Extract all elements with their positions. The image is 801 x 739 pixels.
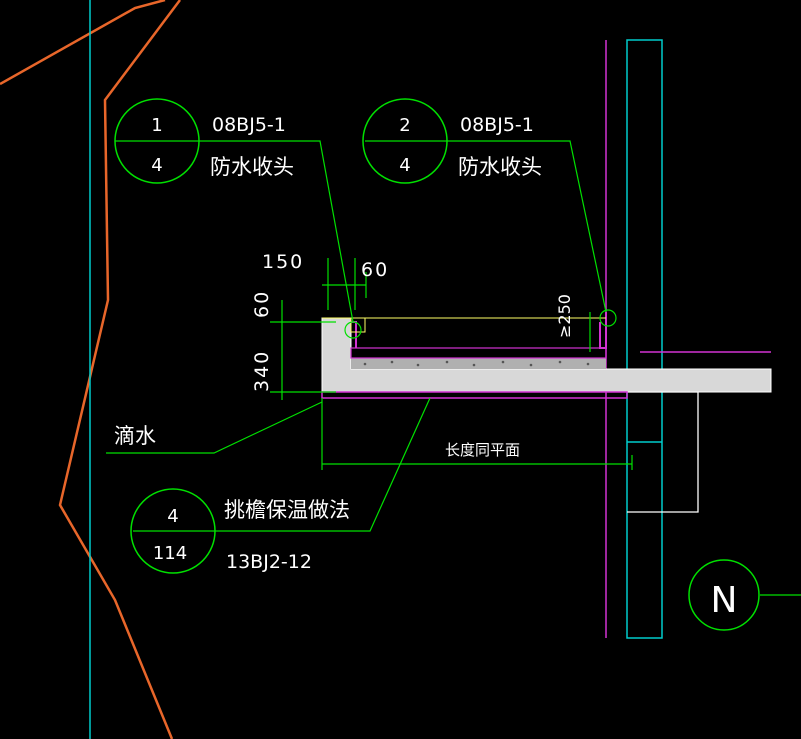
north-indicator: N [688,559,760,631]
upstand-outline [350,318,366,333]
detail-callout-1: 1 4 08BJ5-1 防水收头 [114,98,294,184]
callout-1-bottom: 4 [151,155,162,176]
dimension-60-horizontal: 60 [361,259,389,281]
leader-lines [106,140,801,596]
drip-label: 滴水 [114,424,156,448]
detail-callout-2: 2 4 08BJ5-1 防水收头 [362,98,542,184]
length-note: 长度同平面 [445,441,520,459]
dimension-250: ≥250 [555,294,574,338]
north-label: N [711,580,738,621]
dimension-340: 340 [251,350,273,392]
callout-3-bottom: 114 [153,543,187,564]
insulation-layer [350,347,607,359]
dimension-150: 150 [262,251,304,273]
concrete-fill-layer [351,358,606,369]
dimension-lines [270,258,633,470]
callout-2-reference: 08BJ5-1 [460,114,534,136]
callout-1-description: 防水收头 [210,155,294,179]
detail-callout-3: 4 114 挑檐保温做法 13BJ2-12 [130,488,350,574]
dimension-60-vertical: 60 [251,290,273,318]
detail-marker-2 [599,309,617,327]
callout-2-description: 防水收头 [458,155,542,179]
callout-3-top: 4 [167,506,178,527]
site-boundary-line-top [0,0,166,86]
concrete-speckles [363,360,590,367]
callout-3-description: 挑檐保温做法 [224,498,350,522]
callout-3-reference: 13BJ2-12 [226,551,312,573]
membrane-underside [321,391,628,399]
eave-slab-section [321,317,772,393]
callout-2-top: 2 [399,115,410,136]
callout-1-top: 1 [151,115,162,136]
site-boundary-line [58,0,181,739]
callout-1-reference: 08BJ5-1 [212,114,286,136]
callout-2-bottom: 4 [399,155,410,176]
wall-column [626,39,663,639]
